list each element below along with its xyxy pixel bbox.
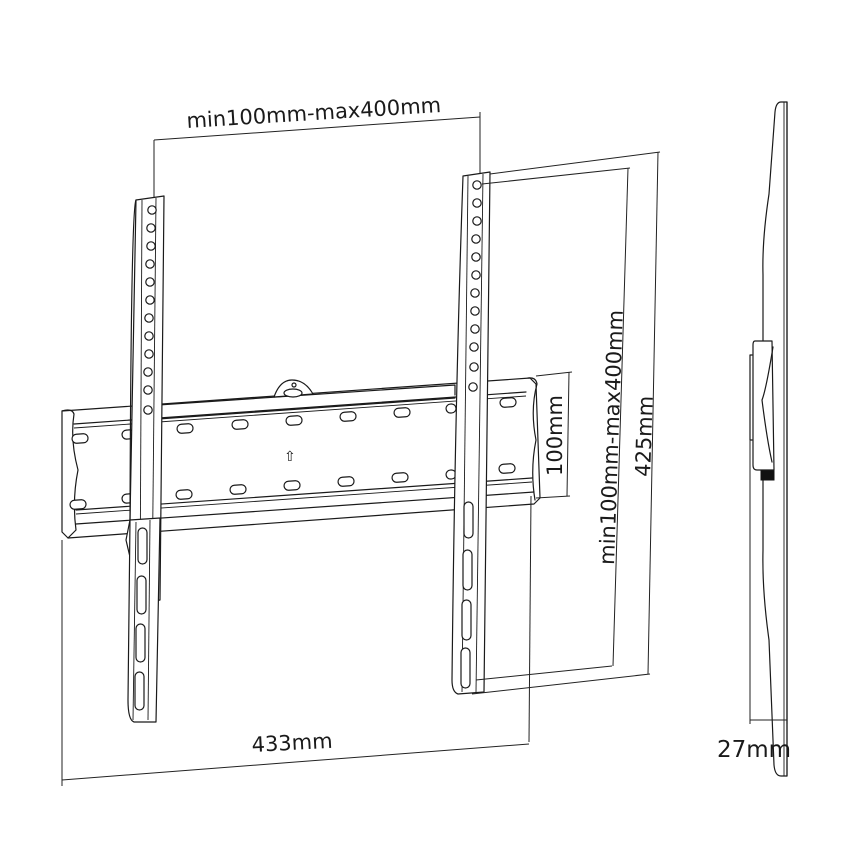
wall-distance-label: 27mm <box>717 737 791 763</box>
horizontal-vesa-label: min100mm-max400mm <box>186 93 442 133</box>
left-arm-lower <box>127 517 161 723</box>
dimension-horizontal-vesa: min100mm-max400mm <box>153 93 481 198</box>
right-vertical-arm <box>451 171 491 695</box>
right-arm-slots <box>460 501 474 689</box>
dimension-wall-plate-width: 433mm <box>61 540 530 786</box>
up-arrow-icon: ⇧ <box>284 449 296 465</box>
wall-plate-height-label: 100mm <box>543 395 567 476</box>
side-view: 27mm <box>717 101 791 777</box>
locking-tab <box>273 379 314 398</box>
left-arm-holes <box>143 205 157 415</box>
right-arm-holes <box>468 180 482 392</box>
vertical-vesa-label: min100mm-max400mm <box>595 310 628 566</box>
front-view: min100mm-max400mm <box>61 93 661 786</box>
wall-plate-width-label: 433mm <box>251 729 333 757</box>
bracket-height-label: 425mm <box>631 395 658 477</box>
